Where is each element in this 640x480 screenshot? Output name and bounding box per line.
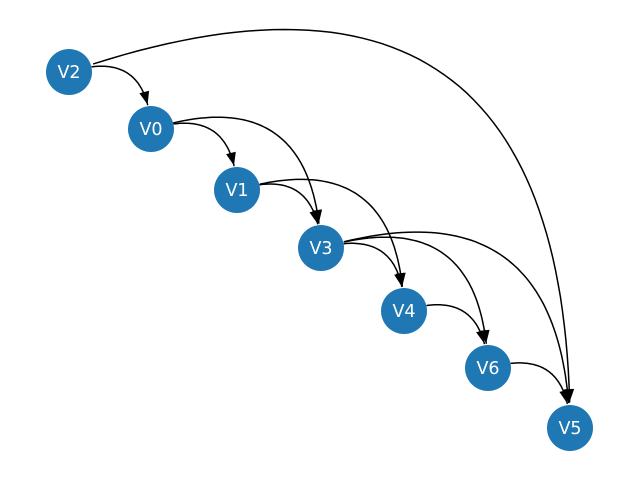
- edge-line-V3-V4: [343, 242, 403, 288]
- edge-arrowhead-V0-V1: [226, 151, 236, 166]
- graph-node-V0: V0: [128, 106, 174, 152]
- node-circle-V5: [547, 405, 593, 451]
- edge-arrowhead-V2-V0: [139, 90, 150, 105]
- edge-arrowhead-V6-V5: [559, 389, 570, 404]
- edge-line-V3-V5: [343, 231, 570, 404]
- edge-line-V0-V3: [172, 116, 320, 224]
- node-circle-V1: [214, 167, 260, 213]
- edge-line-V1-V3: [259, 183, 319, 225]
- graph-node-V3: V3: [298, 225, 344, 271]
- edge-arrowhead-V3-V4: [394, 272, 404, 287]
- node-label-V2: V2: [57, 63, 80, 83]
- edge-V4-V6: [426, 304, 486, 345]
- node-circle-V2: [46, 49, 92, 95]
- edge-V0-V1: [173, 122, 236, 167]
- edge-V6-V5: [510, 362, 570, 405]
- graph-node-V1: V1: [214, 167, 260, 213]
- node-circle-V0: [128, 106, 174, 152]
- edge-V2-V0: [91, 65, 150, 106]
- graph-node-V4: V4: [381, 288, 427, 334]
- node-circle-V4: [381, 288, 427, 334]
- edge-V3-V4: [343, 242, 404, 288]
- edge-line-V3-V6: [343, 236, 487, 344]
- node-circle-V3: [298, 225, 344, 271]
- edge-arrowhead-V4-V6: [476, 329, 486, 344]
- edge-line-V6-V5: [510, 362, 568, 405]
- edge-V3-V5: [343, 231, 573, 404]
- edge-line-V2-V5: [92, 28, 571, 403]
- graph-node-V2: V2: [46, 49, 92, 95]
- edge-line-V4-V6: [426, 304, 486, 345]
- node-label-V3: V3: [309, 239, 332, 259]
- edge-line-V2-V0: [91, 65, 149, 106]
- node-label-V6: V6: [476, 359, 499, 379]
- graph-node-V6: V6: [465, 345, 511, 391]
- graph-node-V5: V5: [547, 405, 593, 451]
- node-circle-V6: [465, 345, 511, 391]
- edge-V2-V5: [92, 28, 575, 403]
- edge-V1-V3: [259, 183, 320, 225]
- edge-line-V1-V4: [259, 178, 404, 287]
- node-label-V0: V0: [139, 120, 162, 140]
- node-label-V4: V4: [392, 302, 415, 322]
- node-label-V5: V5: [558, 419, 581, 439]
- node-label-V1: V1: [225, 181, 248, 201]
- edge-arrowhead-V1-V3: [309, 209, 320, 224]
- edge-line-V0-V1: [173, 122, 235, 167]
